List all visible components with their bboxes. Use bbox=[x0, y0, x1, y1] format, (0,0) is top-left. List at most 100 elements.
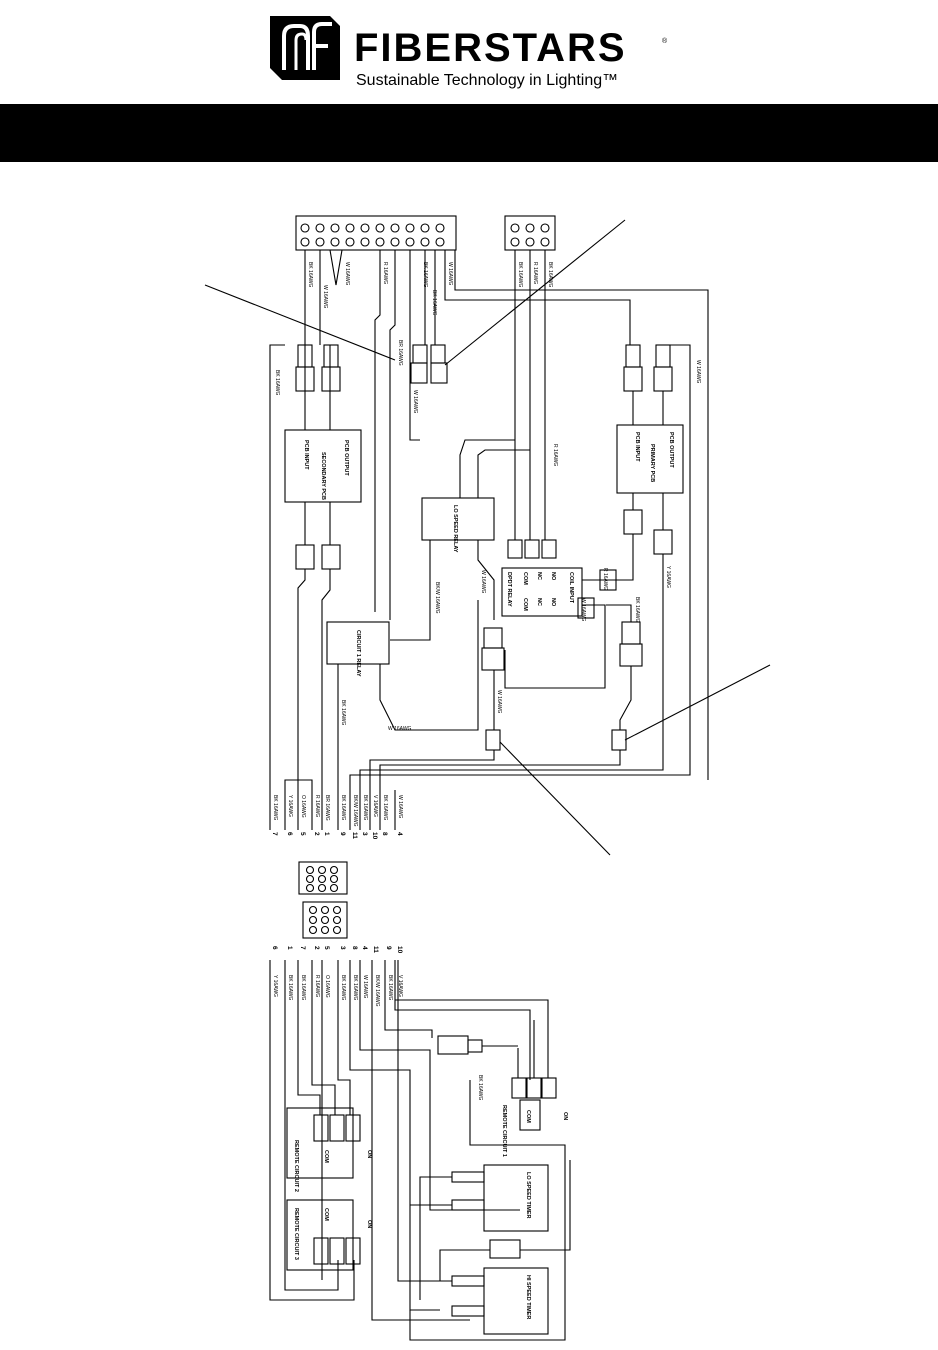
terminal-block-main bbox=[295, 215, 457, 251]
header-bar bbox=[0, 104, 938, 162]
harness-pin: 2 bbox=[313, 946, 320, 950]
harness-pin: 6 bbox=[271, 946, 278, 950]
harness-label: R 16AWG bbox=[314, 975, 320, 997]
dpdt-coil-label: COIL INPUT bbox=[568, 572, 574, 604]
lo-speed-relay bbox=[421, 497, 495, 541]
harness-label: O 16AWG bbox=[300, 795, 306, 818]
dpdt-nc: NC bbox=[536, 572, 542, 580]
harness-label: BK 16AWG bbox=[340, 975, 346, 1000]
brand-name: FIBERSTARS bbox=[354, 26, 627, 70]
harness-label: BK/W 16AWG bbox=[352, 795, 358, 827]
terminal-screws bbox=[300, 223, 445, 247]
wire-label: BK 16AWG bbox=[634, 597, 640, 622]
harness-label: V 16AWG bbox=[372, 795, 378, 817]
remote2-com: COM bbox=[323, 1150, 329, 1163]
wire-label: W 16AWG bbox=[388, 726, 412, 732]
dpdt-com: COM bbox=[522, 572, 528, 585]
connector-pins bbox=[305, 865, 342, 935]
harness-pin: 2 bbox=[313, 832, 320, 836]
dpdt-no: NO bbox=[550, 572, 556, 581]
hi-speed-timer bbox=[483, 1267, 549, 1335]
harness-pin: 4 bbox=[361, 946, 368, 950]
remote1-title: REMOTE CIRCUIT 1 bbox=[501, 1105, 507, 1157]
wire-label: BK 16AWG bbox=[431, 290, 437, 315]
harness-label: BK 16AWG bbox=[387, 975, 393, 1000]
harness-label: R 16AWG bbox=[314, 795, 320, 817]
wire-label: R 16AWG bbox=[532, 262, 538, 284]
wire-label: R 16AWG bbox=[552, 444, 558, 466]
remote3-com: COM bbox=[323, 1208, 329, 1221]
harness-label: BK/W 16AWG bbox=[374, 975, 380, 1007]
remote1-on: ON bbox=[562, 1112, 568, 1120]
harness-pin: 9 bbox=[339, 832, 346, 836]
primary-pcb-output: PCB OUTPUT bbox=[668, 432, 674, 468]
wire-label: W 16AWG bbox=[322, 285, 328, 309]
remote3-box bbox=[286, 1199, 354, 1271]
harness-label: V 16AWG bbox=[397, 975, 403, 997]
harness-pin: 7 bbox=[299, 946, 306, 950]
harness-label: BK 16AWG bbox=[340, 795, 346, 820]
harness-label: BR 16AWG bbox=[324, 795, 330, 821]
wire-label: W 16AWG bbox=[580, 598, 586, 622]
circuit1-relay-label: CIRCUIT 1 RELAY bbox=[355, 630, 361, 677]
wire-label: BK/W 16AWG bbox=[434, 582, 440, 614]
wire-label: BR 16AWG bbox=[397, 340, 403, 366]
lower-harness-leads bbox=[269, 960, 531, 1321]
harness-pin: 7 bbox=[271, 832, 278, 836]
harness-pin: 1 bbox=[286, 946, 293, 950]
wire-label: W 16AWG bbox=[496, 690, 502, 714]
hi-timer-label: HI SPEED TIMER bbox=[525, 1275, 531, 1319]
wire-label: W 16AWG bbox=[412, 390, 418, 414]
callout-line bbox=[204, 284, 396, 361]
dpdt-no: NO bbox=[550, 598, 556, 607]
remote1-com: COM bbox=[525, 1110, 531, 1123]
harness-pin: 10 bbox=[396, 946, 403, 954]
dpdt-relay-label: DPDT RELAY bbox=[506, 572, 512, 607]
harness-label: BK 16AWG bbox=[352, 975, 358, 1000]
dpdt-relay bbox=[501, 567, 583, 617]
wire-label: BK 16AWG bbox=[340, 700, 346, 725]
callout-line bbox=[624, 664, 771, 741]
wire-label: R 16AWG bbox=[382, 262, 388, 284]
harness-pin: 5 bbox=[299, 832, 306, 836]
lower-component-labels: BK 16AWG REMOTE CIRCUIT 1 COM ON REMOTE … bbox=[293, 1075, 568, 1319]
harness-label: W 16AWG bbox=[362, 975, 368, 999]
dpdt-nc: NC bbox=[536, 598, 542, 606]
harness-pin: 11 bbox=[372, 946, 379, 953]
wire-label: W 16AWG bbox=[695, 360, 701, 384]
wire-label: W 16AWG bbox=[344, 262, 350, 286]
wire-label: BK 16AWG bbox=[274, 370, 280, 395]
harness-label: BK 16AWG bbox=[272, 795, 278, 820]
secondary-pcb-input: PCB INPUT bbox=[303, 440, 309, 470]
harness-pin: 4 bbox=[396, 832, 403, 836]
registered-mark: ® bbox=[662, 38, 668, 45]
fiberstars-logo: FIBERSTARS ® Sustainable Technology in L… bbox=[262, 10, 682, 90]
wire-label: BK 16AWG bbox=[517, 262, 523, 287]
harness-label: BK 16AWG bbox=[362, 795, 368, 820]
dpdt-com: COM bbox=[522, 598, 528, 611]
harness-label: W 16AWG bbox=[397, 795, 403, 819]
remote3-title: REMOTE CIRCUIT 3 bbox=[293, 1208, 299, 1260]
harness-pin: 8 bbox=[351, 946, 358, 950]
harness-pin: 10 bbox=[371, 832, 378, 840]
primary-pcb-input: PCB INPUT bbox=[634, 432, 640, 462]
harness-pin: 3 bbox=[361, 832, 368, 836]
wire-label: BK 16AWG bbox=[307, 262, 313, 287]
secondary-pcb-name: SECONDARY PCB bbox=[320, 452, 326, 500]
harness-label: BK 16AWG bbox=[300, 975, 306, 1000]
harness-label: BK 16AWG bbox=[382, 795, 388, 820]
remote2-on: ON bbox=[366, 1150, 372, 1158]
lo-speed-relay-label: LO SPEED RELAY bbox=[452, 505, 458, 553]
secondary-pcb-output: PCB OUTPUT bbox=[343, 440, 349, 476]
remote3-on: ON bbox=[366, 1220, 372, 1228]
lower-harness-labels: 6 Y 16AWG 1 BK 16AWG 7 BK 16AWG 2 R 16AW… bbox=[271, 946, 403, 1007]
wire-label: BK 16AWG bbox=[422, 262, 428, 287]
harness-pin: 3 bbox=[339, 946, 346, 950]
harness-label: Y 16AWG bbox=[272, 975, 278, 997]
harness-pin: 9 bbox=[385, 946, 392, 950]
remote2-box bbox=[286, 1107, 354, 1179]
harness-pin: 1 bbox=[323, 832, 330, 836]
mid-wire-labels: R 16AWG BK 16AWG W 16AWG Y 16AWG W 16AWG… bbox=[274, 360, 701, 732]
top-wire-labels: BK 16AWG W 16AWG W 16AWG R 16AWG BR 16AW… bbox=[307, 262, 553, 366]
primary-pcb bbox=[616, 424, 684, 494]
